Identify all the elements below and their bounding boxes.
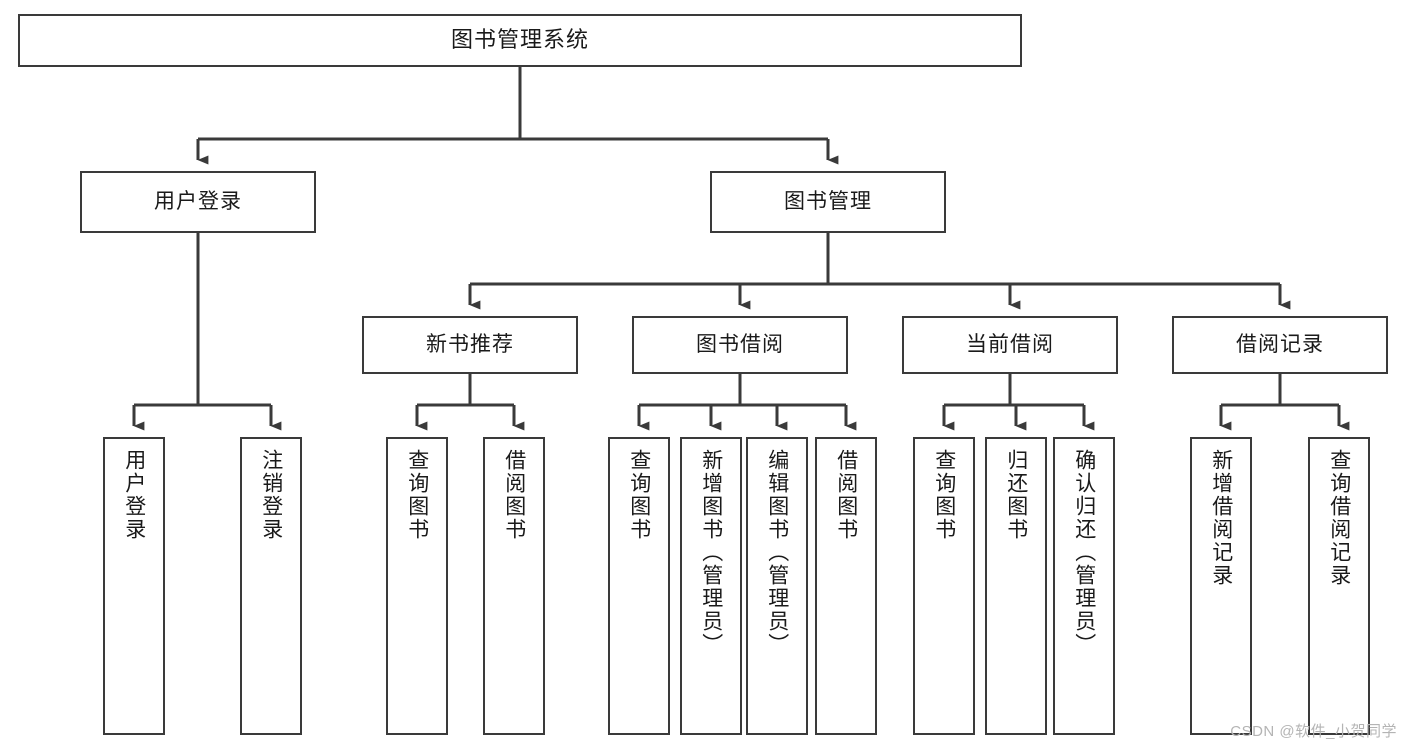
node-book-manage[interactable]: 图书管理 [710,171,946,233]
node-label: 图书借阅 [696,333,784,357]
node-leaf-query-book-3[interactable]: 查询图书 [913,437,975,735]
node-label: 查询借阅记录 [1327,449,1351,587]
node-label: 确认归还（管理员） [1072,449,1096,656]
node-leaf-user-login[interactable]: 用户登录 [103,437,165,735]
node-leaf-query-book-2[interactable]: 查询图书 [608,437,670,735]
node-user-login[interactable]: 用户登录 [80,171,316,233]
node-root[interactable]: 图书管理系统 [18,14,1022,67]
node-label: 注销登录 [259,449,283,541]
node-label: 用户登录 [122,449,146,541]
node-label: 图书管理系统 [450,27,589,53]
node-leaf-borrow-book-2[interactable]: 借阅图书 [815,437,877,735]
node-leaf-add-book[interactable]: 新增图书（管理员） [680,437,742,735]
node-label: 查询图书 [405,449,429,541]
node-label: 借阅图书 [834,449,858,541]
node-current-borrow[interactable]: 当前借阅 [902,316,1118,374]
node-label: 借阅图书 [502,449,526,541]
node-label: 新增图书（管理员） [699,449,723,656]
node-leaf-confirm-return[interactable]: 确认归还（管理员） [1053,437,1115,735]
node-leaf-query-record[interactable]: 查询借阅记录 [1308,437,1370,735]
node-leaf-edit-book[interactable]: 编辑图书（管理员） [746,437,808,735]
node-label: 用户登录 [154,190,242,214]
node-leaf-borrow-book-1[interactable]: 借阅图书 [483,437,545,735]
node-label: 编辑图书（管理员） [765,449,789,656]
node-borrow-record[interactable]: 借阅记录 [1172,316,1388,374]
node-leaf-query-book-1[interactable]: 查询图书 [386,437,448,735]
node-new-book-rec[interactable]: 新书推荐 [362,316,578,374]
node-label: 借阅记录 [1236,333,1324,357]
node-label: 当前借阅 [966,333,1054,357]
node-label: 查询图书 [627,449,651,541]
node-book-borrow[interactable]: 图书借阅 [632,316,848,374]
node-label: 归还图书 [1004,449,1028,541]
node-label: 新书推荐 [426,333,514,357]
node-leaf-logout-login[interactable]: 注销登录 [240,437,302,735]
node-label: 图书管理 [784,190,872,214]
node-label: 新增借阅记录 [1209,449,1233,587]
node-label: 查询图书 [932,449,956,541]
node-leaf-return-book[interactable]: 归还图书 [985,437,1047,735]
node-leaf-add-record[interactable]: 新增借阅记录 [1190,437,1252,735]
